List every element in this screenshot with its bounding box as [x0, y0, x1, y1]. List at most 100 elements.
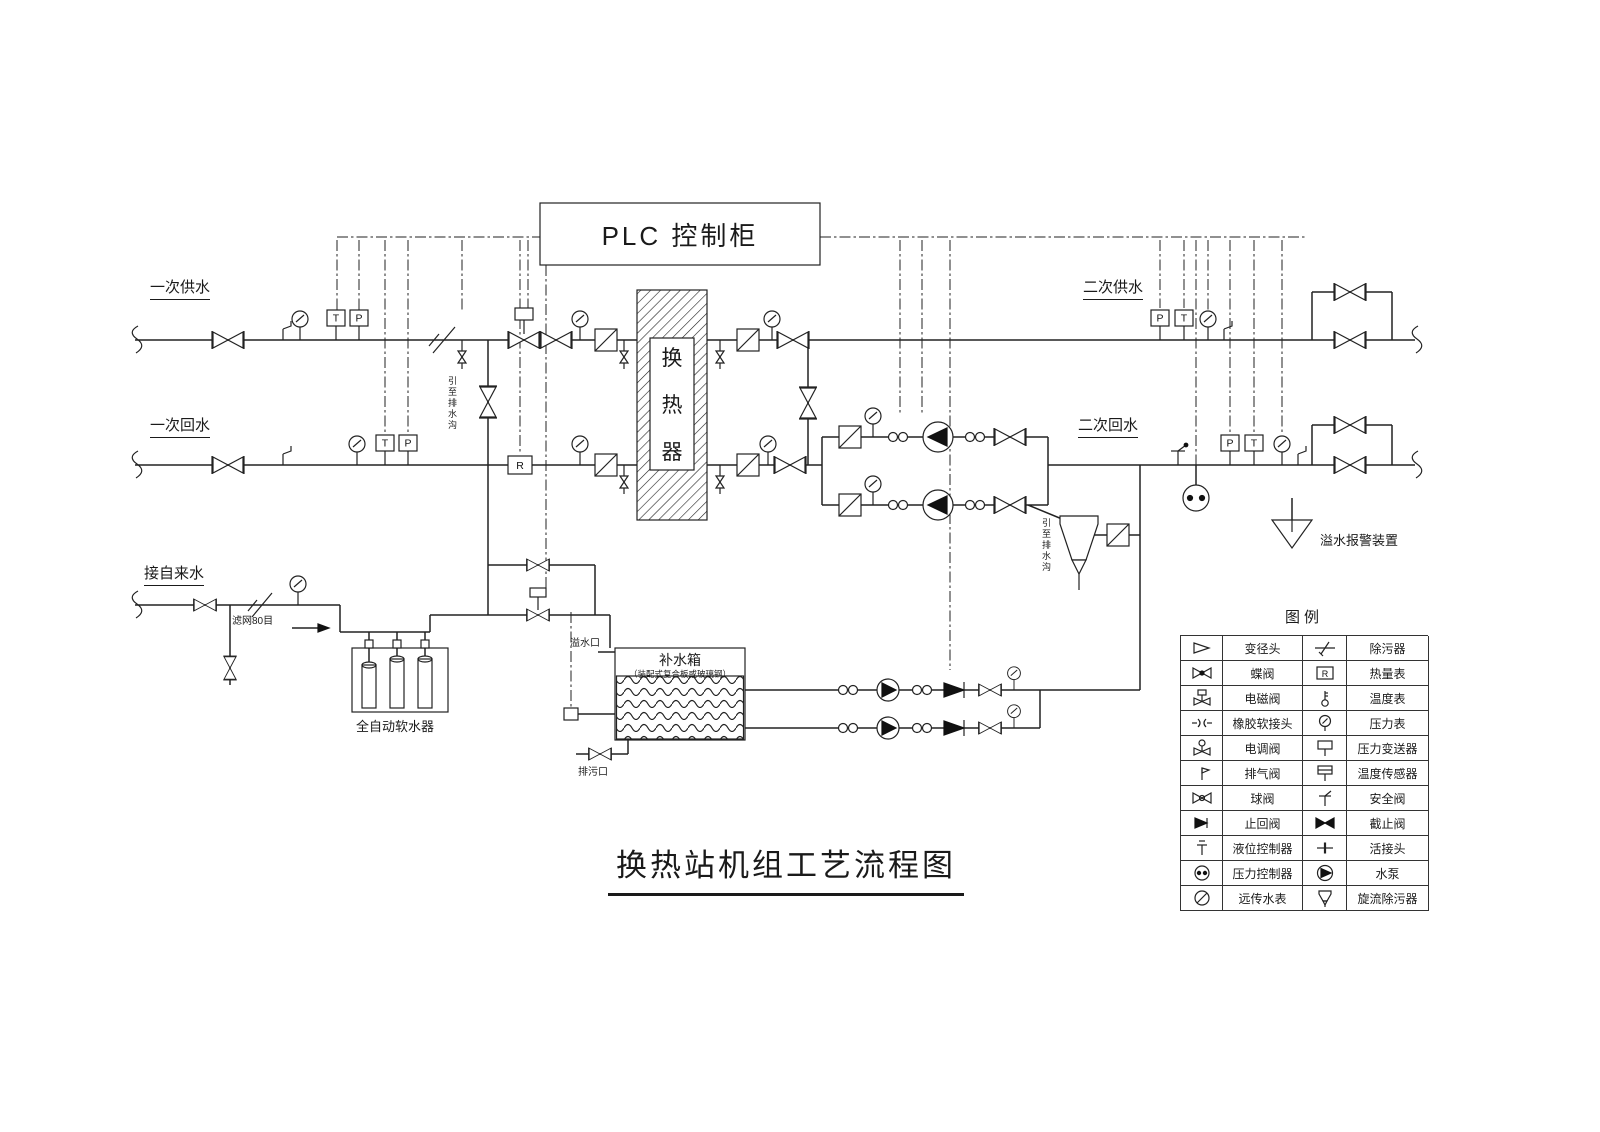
ball-valve: [193, 599, 216, 612]
dirt-separator: [736, 328, 760, 352]
legend-label: 旋流除污器: [1347, 886, 1429, 911]
legend-label: 止回阀: [1223, 811, 1303, 836]
legend-label: 压力控制器: [1223, 861, 1303, 886]
temp-letter: T: [382, 438, 389, 450]
makeup-pump: [876, 716, 900, 740]
gate-valve: [1333, 330, 1367, 350]
air-vent-valve: [282, 445, 292, 466]
solenoid-valve-icon: [1181, 686, 1223, 711]
legend-label: 蝶阀: [1223, 661, 1303, 686]
dirt-separator-icon: [1303, 636, 1347, 661]
pressure-letter: P: [355, 313, 362, 325]
temp-letter: T: [1251, 438, 1258, 450]
cyclone-separator-icon: [1303, 886, 1347, 911]
check-valve: [943, 681, 965, 699]
temp-sensor-icon: [1303, 761, 1347, 786]
heat-exchanger-label: 换 热 器: [650, 342, 694, 466]
legend-label: 橡胶软接头: [1223, 711, 1303, 736]
safety-valve: [1223, 320, 1233, 341]
pressure-controller: [1182, 484, 1210, 512]
gate-valve: [776, 330, 810, 350]
flow-arrow: [317, 623, 331, 633]
air-vent: [619, 464, 629, 495]
gate-valve: [211, 330, 245, 350]
pressure-gauge: [1007, 666, 1021, 691]
legend-title: 图例: [1284, 609, 1323, 626]
drain-valve: [588, 748, 611, 761]
solenoid-valve: [526, 588, 549, 621]
filter-mesh-label: 滤网80目: [232, 616, 274, 627]
remote-water-meter: [289, 575, 307, 606]
secondary-return-label: 二次回水: [1078, 414, 1139, 438]
overflow-alarm-funnel: [1270, 519, 1314, 550]
legend-label: 截止阀: [1347, 811, 1429, 836]
legend-label: 安全阀: [1347, 786, 1429, 811]
bypass-gate-valve: [1333, 415, 1367, 435]
softener-label: 全自动软水器: [356, 719, 435, 734]
pump-icon: [1303, 861, 1347, 886]
safety-valve: [1170, 442, 1189, 466]
pressure-gauge: [348, 435, 366, 466]
drain-ditch-label: 引至排水沟: [447, 376, 457, 431]
electric-control-valve: [508, 308, 540, 349]
makeup-pump: [876, 678, 900, 702]
drain-valve: [222, 655, 238, 681]
svg-text:R: R: [1321, 669, 1328, 679]
union-icon: [1303, 836, 1347, 861]
legend-label: 水泵: [1347, 861, 1429, 886]
bypass-gate-valve: [1333, 282, 1367, 302]
drawing-title: 换热站机组工艺流程图: [608, 840, 964, 896]
union-joint: [837, 722, 859, 734]
pressure-letter: P: [404, 438, 411, 450]
overflow-port-label: 溢水口: [570, 638, 600, 649]
heat-exchanger-label-box: [649, 337, 695, 471]
pressure-controller-icon: [1181, 861, 1223, 886]
hx-char: 换: [661, 347, 683, 370]
legend-label: 球阀: [1223, 786, 1303, 811]
air-vent: [715, 339, 725, 370]
plc-cabinet-box: [539, 202, 821, 266]
dirt-separator: [1106, 523, 1130, 547]
butterfly-valve-icon: [1181, 661, 1223, 686]
drain-valve: [457, 339, 467, 370]
rubber-joint: [964, 431, 986, 443]
gate-valve: [1333, 455, 1367, 475]
legend-label: 除污器: [1347, 636, 1429, 661]
reducer-icon: [1181, 636, 1223, 661]
level-controller: [563, 707, 579, 721]
union-joint: [911, 684, 933, 696]
tank-label: 补水箱: [659, 652, 701, 668]
pressure-transmitter-icon: [1303, 736, 1347, 761]
heat-meter-letter: R: [516, 460, 524, 472]
ball-valve: [526, 559, 549, 572]
pressure-gauge: [1007, 704, 1021, 729]
pressure-gauge: [864, 407, 882, 438]
hx-char: 热: [661, 394, 683, 417]
legend-label: 温度表: [1347, 686, 1429, 711]
pressure-gauge: [864, 475, 882, 506]
ball-valve: [978, 684, 1001, 697]
electric-valve-icon: [1181, 736, 1223, 761]
circulation-pump: [922, 489, 954, 521]
circulation-pump: [922, 421, 954, 453]
gate-valve: [773, 455, 807, 475]
check-valve: [943, 719, 965, 737]
tap-water-label: 接自来水: [144, 562, 205, 586]
dirt-separator: [594, 328, 618, 352]
gate-valve: [993, 495, 1027, 515]
rubber-joint: [964, 499, 986, 511]
legend-label: 变径头: [1223, 636, 1303, 661]
temp-letter: T: [1181, 313, 1188, 325]
bypass-valve: [798, 386, 818, 420]
pressure-gauge: [571, 435, 589, 466]
legend-label: 排气阀: [1223, 761, 1303, 786]
dirt-separator: [594, 453, 618, 477]
plc-cabinet-label: PLC 控制柜: [601, 220, 759, 251]
gate-valve: [211, 455, 245, 475]
pressure-gauge-icon: [1303, 711, 1347, 736]
legend-label: 压力表: [1347, 711, 1429, 736]
primary-supply-label: 一次供水: [150, 276, 211, 300]
pressure-letter: P: [1156, 313, 1163, 325]
